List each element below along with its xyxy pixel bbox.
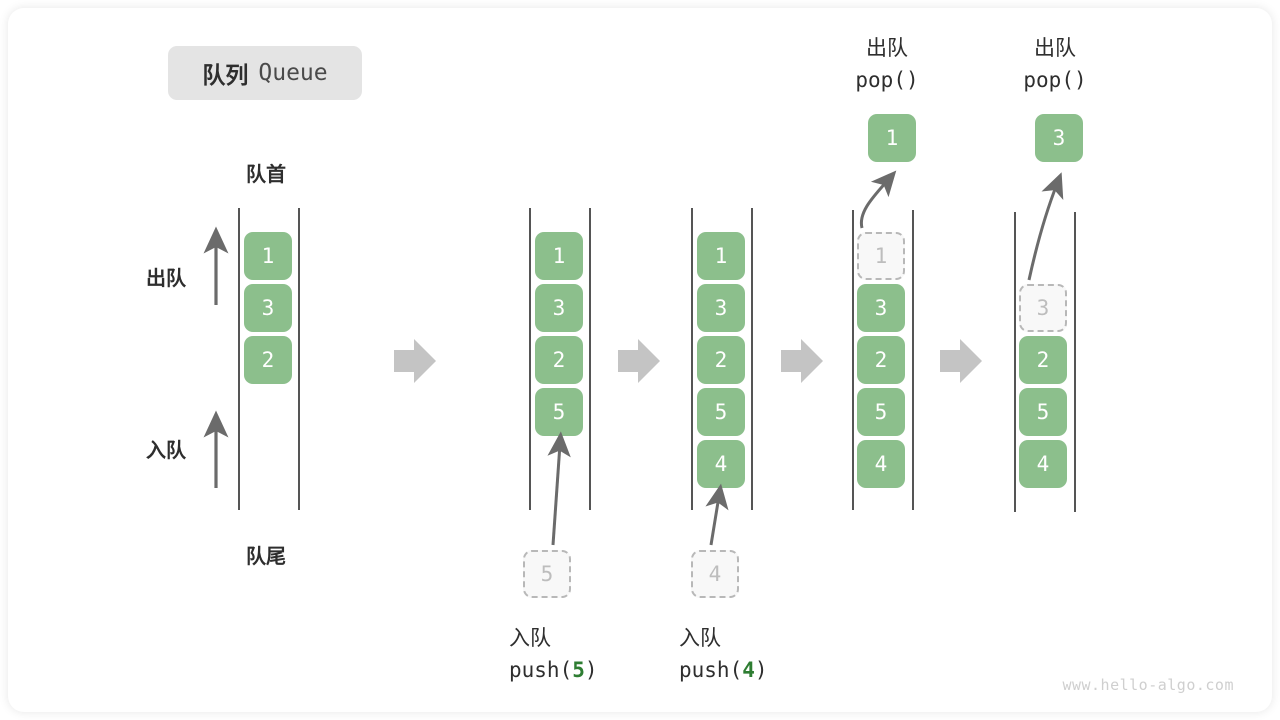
push-arg: 4 (742, 658, 755, 682)
rail-right-col3 (751, 208, 753, 510)
queue-box: 3 (535, 284, 583, 332)
queue-box: 3 (857, 284, 905, 332)
push-caption-code: push(4) (679, 658, 768, 682)
ghost-box: 4 (691, 550, 739, 598)
queue-box-new: 4 (697, 440, 745, 488)
queue-box: 3 (244, 284, 292, 332)
front-label: 队首 (246, 164, 286, 186)
pop-caption-code: pop() (1023, 68, 1087, 92)
pop-caption-cn: 出队 (866, 37, 908, 60)
enqueue-direction-label: 入队 (146, 440, 186, 462)
rail-left-col5 (1014, 212, 1016, 512)
push-caption-cn: 入队 (509, 627, 551, 650)
push-caption-cn: 入队 (679, 627, 721, 650)
popped-box: 3 (1035, 114, 1083, 162)
queue-box: 2 (1019, 336, 1067, 384)
queue-box: 4 (857, 440, 905, 488)
rail-right-col5 (1074, 212, 1076, 512)
queue-box: 1 (535, 232, 583, 280)
title-en: Queue (258, 60, 328, 86)
rail-right-col4 (912, 210, 914, 510)
rail-right-col2 (589, 208, 591, 510)
push-suffix: ) (584, 658, 598, 682)
queue-box-new: 5 (535, 388, 583, 436)
rail-right-col1 (298, 208, 300, 510)
dequeue-direction-label: 出队 (146, 268, 186, 290)
rail-left-col2 (529, 208, 531, 510)
rear-label: 队尾 (246, 546, 286, 568)
pop-caption-cn: 出队 (1034, 37, 1076, 60)
rail-left-col1 (238, 208, 240, 510)
title-badge: 队列 Queue (168, 46, 362, 100)
queue-box: 2 (535, 336, 583, 384)
push-arg: 5 (572, 658, 585, 682)
queue-box: 3 (697, 284, 745, 332)
push-prefix: push( (509, 658, 573, 682)
queue-box: 4 (1019, 440, 1067, 488)
rail-left-col4 (852, 210, 854, 510)
push-suffix: ) (754, 658, 768, 682)
queue-box: 2 (244, 336, 292, 384)
watermark: www.hello-algo.com (1062, 676, 1234, 694)
ghost-box: 5 (523, 550, 571, 598)
push-prefix: push( (679, 658, 743, 682)
push-caption-code: push(5) (509, 658, 598, 682)
queue-box: 5 (1019, 388, 1067, 436)
queue-box: 5 (697, 388, 745, 436)
queue-box: 2 (857, 336, 905, 384)
diagram-panel (8, 8, 1272, 712)
pop-caption-code: pop() (855, 68, 919, 92)
queue-box: 5 (857, 388, 905, 436)
rail-left-col3 (691, 208, 693, 510)
queue-box: 1 (697, 232, 745, 280)
popped-box: 1 (868, 114, 916, 162)
queue-box: 2 (697, 336, 745, 384)
title-cn: 队列 (202, 62, 249, 88)
queue-box: 1 (244, 232, 292, 280)
ghost-box: 3 (1019, 284, 1067, 332)
ghost-box: 1 (857, 232, 905, 280)
